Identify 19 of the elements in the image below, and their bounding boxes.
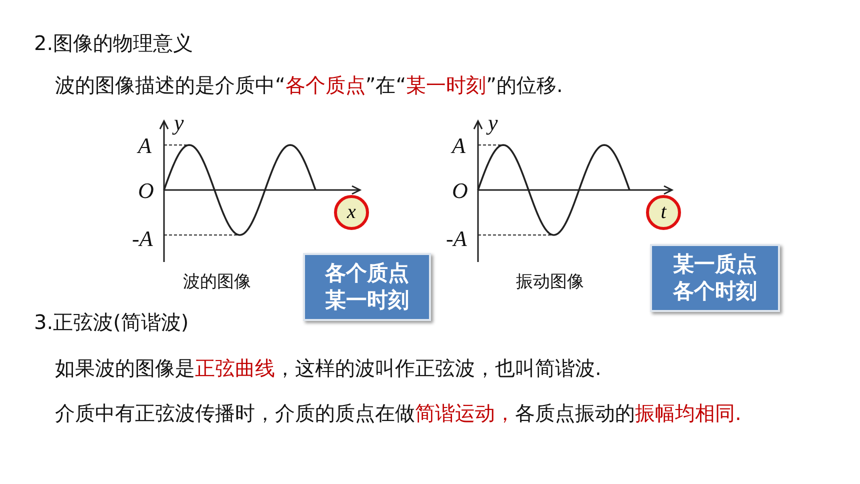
sentence: 介质中有正弦波传播时，介质的质点在做简谐运动，各质点振动的振幅均相同. [55,400,742,427]
axis-label: -A [132,226,153,252]
heading: 3.正弦波(简谐波) [34,309,189,336]
summary-box: 某一质点各个时刻 [650,244,780,312]
axis-label-circle: t [646,195,681,230]
axis-label: A [138,133,152,159]
heading: 2.图像的物理意义 [34,30,194,57]
sentence: 波的图像描述的是介质中“各个质点”在“某一时刻”的位移. [55,72,563,99]
axis-label: -A [446,226,467,252]
axis-label: y [174,110,184,136]
graph-caption: 振动图像 [516,271,584,293]
axis-label: y [488,110,498,136]
axis-label: O [138,178,154,204]
axis-label-circle: x [334,195,369,230]
axis-label: O [452,178,468,204]
graph-caption: 波的图像 [183,271,251,293]
summary-box: 各个质点某一时刻 [303,253,431,321]
axis-label: A [452,133,466,159]
sentence: 如果波的图像是正弦曲线，这样的波叫作正弦波，也叫简谐波. [55,355,602,382]
